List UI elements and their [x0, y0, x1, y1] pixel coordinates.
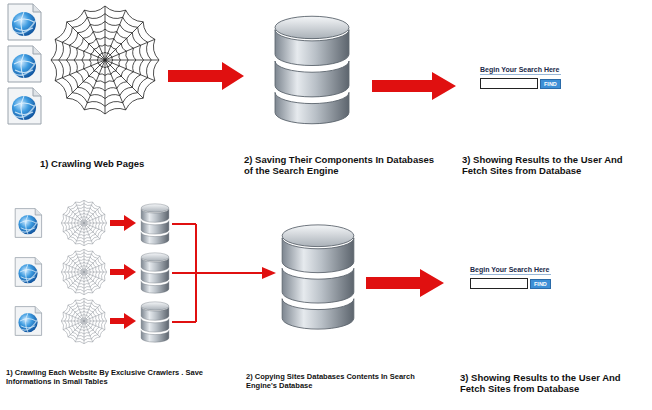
search-heading: Begin Your Search Here [470, 266, 551, 273]
input-field [470, 278, 528, 289]
find-button: FIND [540, 79, 561, 89]
step-caption: 2) Copying Sites Databases Contents In S… [246, 372, 446, 390]
step-caption: 2) Saving Their Components In Databases … [244, 154, 444, 177]
search-widget: Begin Your Search HereFIND [470, 266, 551, 289]
search-widget: Begin Your Search HereFIND [480, 66, 561, 89]
input-field [480, 78, 538, 89]
step-caption: 3) Showing Results to the User And Fetch… [460, 372, 648, 395]
step-caption: 1) Crawling Web Pages [40, 158, 210, 169]
step-caption: 3) Showing Results to the User And Fetch… [462, 154, 648, 177]
step-caption: 1) Crawling Each Website By Exclusive Cr… [6, 368, 226, 386]
search-row: FIND [480, 78, 561, 89]
search-row: FIND [470, 278, 551, 289]
find-button: FIND [530, 279, 551, 289]
search-heading: Begin Your Search Here [480, 66, 561, 73]
heading-rule [470, 274, 551, 275]
heading-rule [480, 74, 561, 75]
